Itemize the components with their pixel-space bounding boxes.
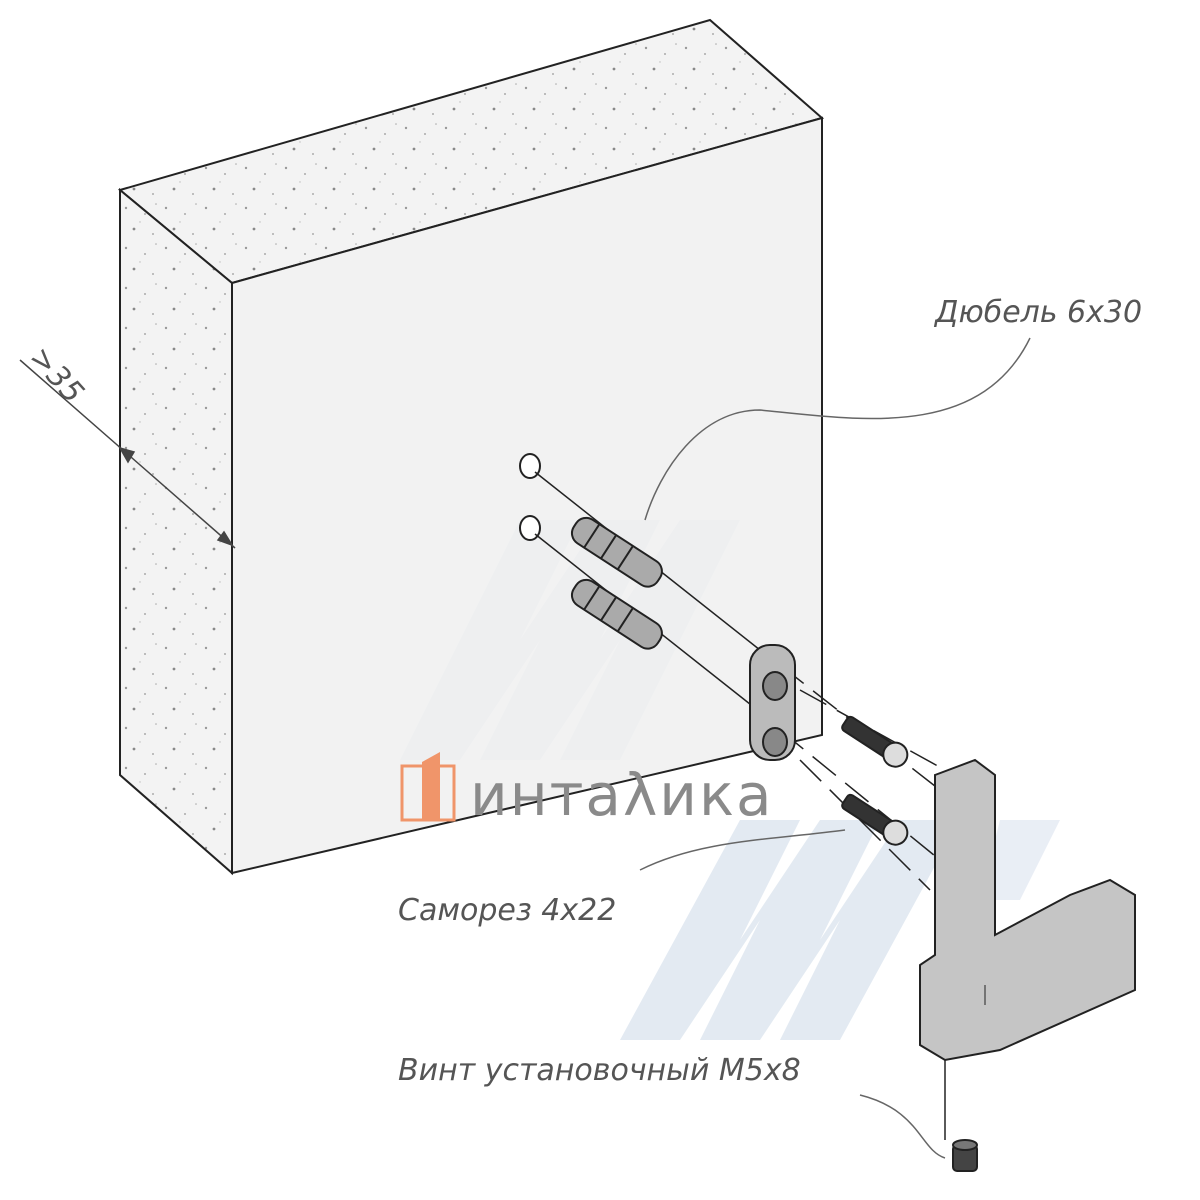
wall-block (117, 18, 825, 876)
leader-lines (639, 337, 1031, 1159)
hook (919, 758, 1136, 1062)
screw-icon (841, 715, 909, 846)
thickness-dimension (19, 359, 236, 549)
logo-text: интаλика (470, 761, 774, 829)
mounting-plate (749, 644, 796, 761)
intalika-logo: интаλика (400, 752, 774, 829)
wall-front (231, 116, 823, 875)
dowel-label: Дюбель 6x30 (933, 295, 1142, 330)
screw-label: Саморез 4x22 (398, 893, 616, 928)
set-screw-label: Винт установочный M5x8 (398, 1053, 801, 1088)
set-screw-icon (952, 1139, 978, 1172)
thickness-label: >35 (22, 340, 90, 410)
dowel-icon (570, 516, 663, 650)
